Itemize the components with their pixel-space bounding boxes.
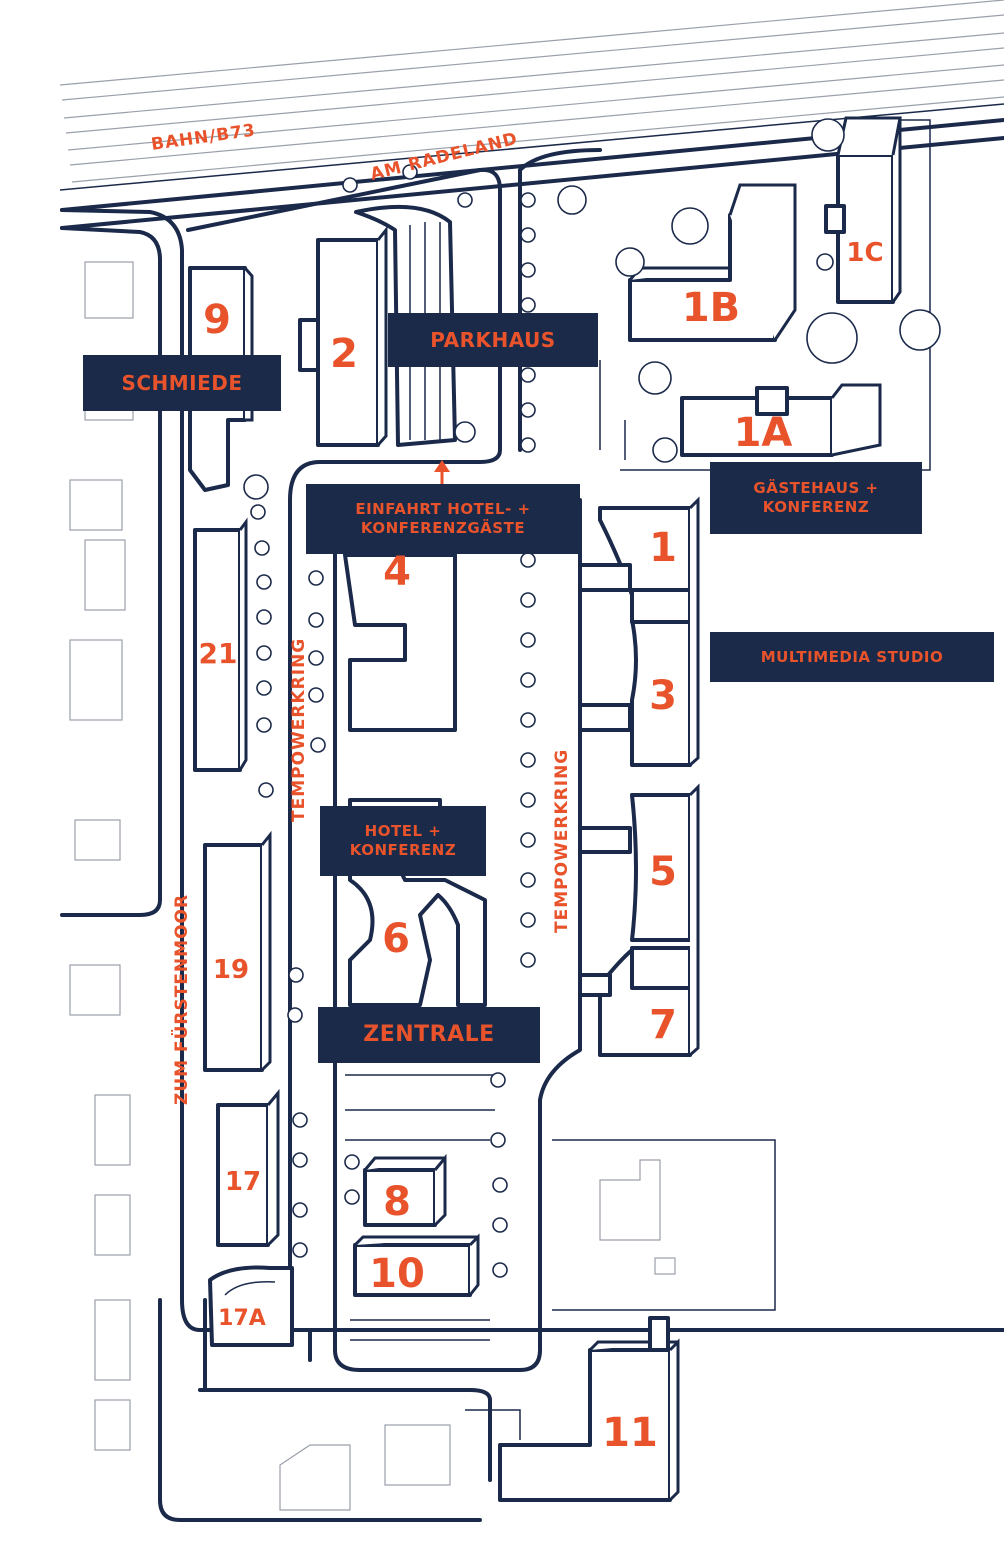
building-10-number: 10 [369,1251,425,1297]
building-8-number: 8 [383,1179,411,1225]
parking-rows [345,360,626,1341]
building-numbers: 9 2 1B 1C 1A 1 3 4 21 5 6 7 19 17 17A 8 … [199,238,884,1456]
badge-zentrale: ZENTRALE [318,1007,540,1063]
building-17a-number: 17A [218,1306,266,1331]
badge-parkhaus: PARKHAUS [388,313,598,367]
building-2-number: 2 [330,331,358,377]
building-6-number: 6 [382,916,410,962]
badge-zentrale-text: ZENTRALE [363,1022,495,1048]
building-3-number: 3 [649,673,677,719]
building-21-number: 21 [199,637,238,670]
badge-hotel-konferenz-text: HOTEL + KONFERENZ [349,822,457,859]
building-1-number: 1 [649,525,677,571]
entrance-arrow [434,460,450,486]
building-1b-number: 1B [682,285,740,331]
trees [243,118,941,1278]
building-1c-number: 1C [846,238,883,268]
building-7-number: 7 [649,1002,677,1048]
building-17-number: 17 [225,1167,261,1197]
badge-multimedia-studio-text: MULTIMEDIA STUDIO [760,647,944,666]
building-1a-number: 1A [734,410,793,456]
badge-multimedia-studio: MULTIMEDIA STUDIO [710,632,994,682]
badge-hotel-konferenz: HOTEL + KONFERENZ [320,806,486,876]
street-label-tempowerkring-right: TEMPOWERKRING [552,749,572,933]
badge-schmiede: SCHMIEDE [83,355,281,411]
badge-einfahrt-text: EINFAHRT HOTEL- + KONFERENZGÄSTE [355,500,531,537]
building-9-number: 9 [203,297,231,343]
street-label-tempowerkring-left: TEMPOWERKRING [289,638,309,822]
street-label-zum-fuerstenmoor: ZUM FÜRSTENMOOR [170,894,192,1105]
building-5-number: 5 [649,849,677,895]
badge-gaestehaus: GÄSTEHAUS + KONFERENZ [710,462,922,534]
building-11-number: 11 [602,1410,658,1456]
building-4-number: 4 [383,549,411,595]
badge-schmiede-text: SCHMIEDE [121,370,243,395]
badge-parkhaus-text: PARKHAUS [430,327,556,352]
badge-einfahrt: EINFAHRT HOTEL- + KONFERENZGÄSTE [306,484,580,554]
building-19-number: 19 [213,955,249,985]
badge-gaestehaus-text: GÄSTEHAUS + KONFERENZ [753,479,879,516]
